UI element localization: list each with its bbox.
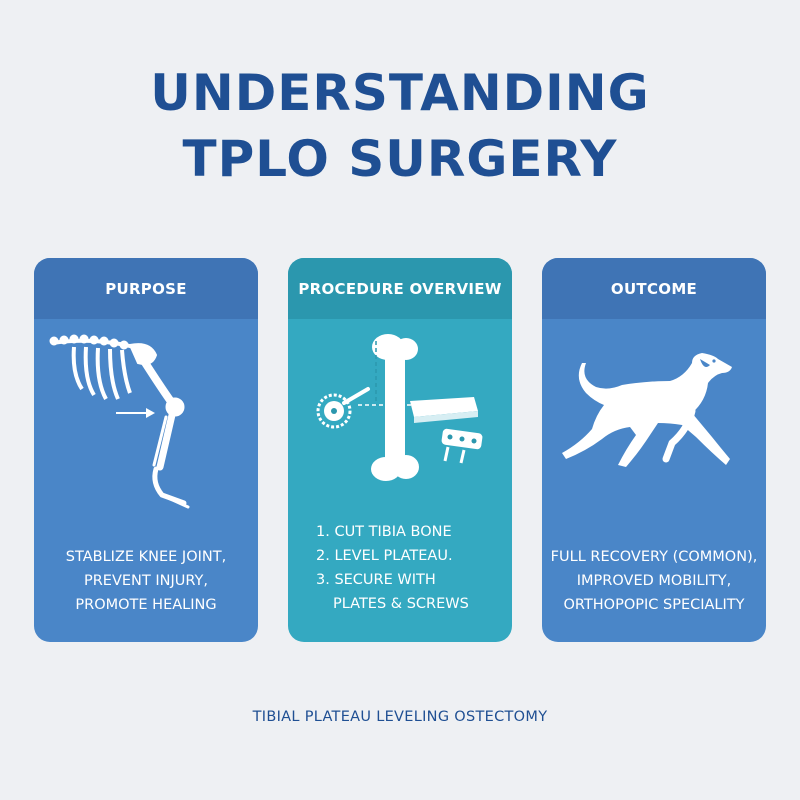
procedure-step: PLATES & SCREWS bbox=[333, 596, 469, 612]
plate-icon bbox=[410, 397, 478, 423]
bone-icon bbox=[371, 334, 419, 481]
outcome-card: OUTCOME FULL RECOVERY (COMMON), IMPROVED… bbox=[542, 258, 766, 642]
purpose-line: PROMOTE HEALING bbox=[75, 597, 217, 613]
title-line-2: TPLO SURGERY bbox=[182, 130, 618, 188]
outcome-card-text: FULL RECOVERY (COMMON), IMPROVED MOBILIT… bbox=[542, 545, 766, 617]
running-dog-icon bbox=[542, 319, 766, 519]
page-title: UNDERSTANDING TPLO SURGERY bbox=[0, 60, 800, 192]
procedure-step: 2. LEVEL PLATEAU. bbox=[316, 548, 453, 564]
procedure-step: 3. SECURE WITH bbox=[316, 572, 436, 588]
outcome-line: IMPROVED MOBILITY, bbox=[576, 573, 732, 589]
procedure-step: 1. CUT TIBIA BONE bbox=[316, 524, 452, 540]
screws-icon bbox=[441, 428, 483, 464]
procedure-card-heading: PROCEDURE OVERVIEW bbox=[288, 258, 512, 319]
footer-caption: TIBIAL PLATEAU LEVELING OSTECTOMY bbox=[252, 709, 548, 725]
purpose-line: STABLIZE KNEE JOINT, bbox=[65, 549, 227, 565]
arrow-icon bbox=[116, 408, 155, 418]
outcome-line: ORTHOPOPIC SPECIALITY bbox=[563, 597, 745, 613]
title-line-1: UNDERSTANDING bbox=[150, 64, 650, 122]
purpose-card: PURPOSE bbox=[34, 258, 258, 642]
bone-saw-plate-icon bbox=[288, 319, 512, 519]
procedure-card-text: 1. CUT TIBIA BONE 2. LEVEL PLATEAU. 3. S… bbox=[288, 520, 512, 616]
purpose-card-text: STABLIZE KNEE JOINT, PREVENT INJURY, PRO… bbox=[34, 545, 258, 617]
purpose-line: PREVENT INJURY, bbox=[83, 573, 208, 589]
purpose-card-heading: PURPOSE bbox=[34, 258, 258, 319]
saw-icon bbox=[316, 387, 370, 429]
dog-skeleton-leg-icon bbox=[34, 319, 258, 519]
procedure-card: PROCEDURE OVERVIEW bbox=[288, 258, 512, 642]
outcome-card-heading: OUTCOME bbox=[542, 258, 766, 319]
outcome-line: FULL RECOVERY (COMMON), bbox=[550, 549, 758, 565]
